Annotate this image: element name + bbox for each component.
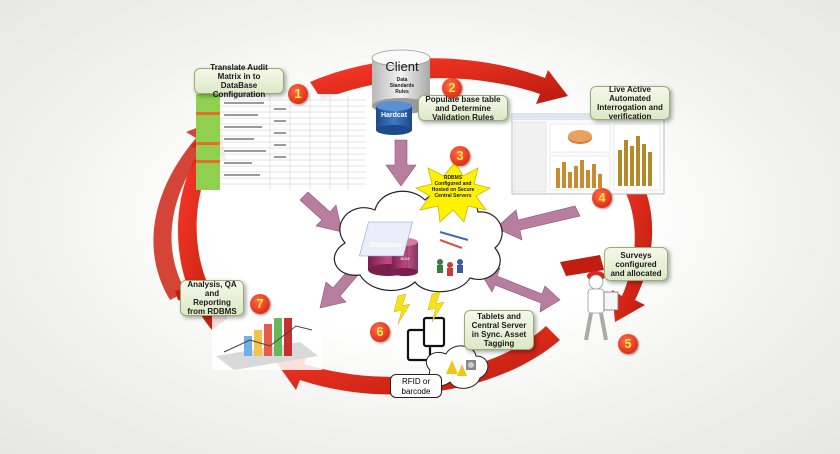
database-sub-label: BDM <box>400 256 410 261</box>
team-network-icon <box>359 221 469 276</box>
database-label: Database <box>370 242 402 249</box>
flow-arrow-to-reporting <box>319 267 359 309</box>
step-1-callout: Translate Audit Matrix in to DataBase Co… <box>194 63 284 99</box>
step-1-badge: 1 <box>288 84 308 104</box>
rdbms-star <box>414 161 492 223</box>
audit-matrix-sheet <box>196 94 366 190</box>
asset-device-icon <box>466 360 476 370</box>
software-screen <box>511 113 665 195</box>
flow-arrow-from-screen <box>495 205 581 241</box>
step-2-callout: Populate base table and Determine Valida… <box>418 95 508 122</box>
tablet-icons <box>406 316 446 362</box>
lightning-icons <box>393 291 445 325</box>
step-4-badge: 4 <box>592 188 612 208</box>
hardcat-label: Hardcat <box>380 112 408 119</box>
cycle-arrow-bottom <box>276 326 560 395</box>
step-7-badge: 7 <box>250 294 270 314</box>
rdbms-star-label: RDBMS Configured and Hosted on Secure Ce… <box>431 175 475 199</box>
flow-arrow-to-surveys <box>479 267 561 313</box>
cycle-arrow-left-top <box>153 118 222 300</box>
cycle-arrow-left <box>178 126 228 330</box>
surveyor-figure-icon <box>584 271 619 341</box>
cycle-arrow-tail-right <box>560 255 604 276</box>
step-3-badge: 3 <box>450 146 470 166</box>
flow-arrow-from-matrix <box>299 191 343 233</box>
client-rules-label: Data Standards Rules <box>389 77 415 95</box>
flow-arrow-from-client <box>385 139 417 187</box>
flow-arrows <box>299 139 581 313</box>
hardcat-cylinder <box>376 101 412 135</box>
step-5-badge: 5 <box>618 334 638 354</box>
tag-flags-icon <box>446 360 467 376</box>
step-6-callout: Tablets and Central Server in Sync. Asse… <box>464 310 534 350</box>
rfid-label: RFID or barcode <box>390 374 442 398</box>
client-title: Client <box>385 59 419 74</box>
step-6-badge: 6 <box>370 322 390 342</box>
step-7-callout: Analysis, QA and Reporting from RDBMS <box>180 280 244 316</box>
step-4-callout: Live Active Automated Interrogation and … <box>590 85 670 121</box>
step-5-callout: Surveys configured and allocated <box>604 247 668 281</box>
step-2-badge: 2 <box>442 78 462 98</box>
reporting-chart-graphic <box>212 314 322 370</box>
